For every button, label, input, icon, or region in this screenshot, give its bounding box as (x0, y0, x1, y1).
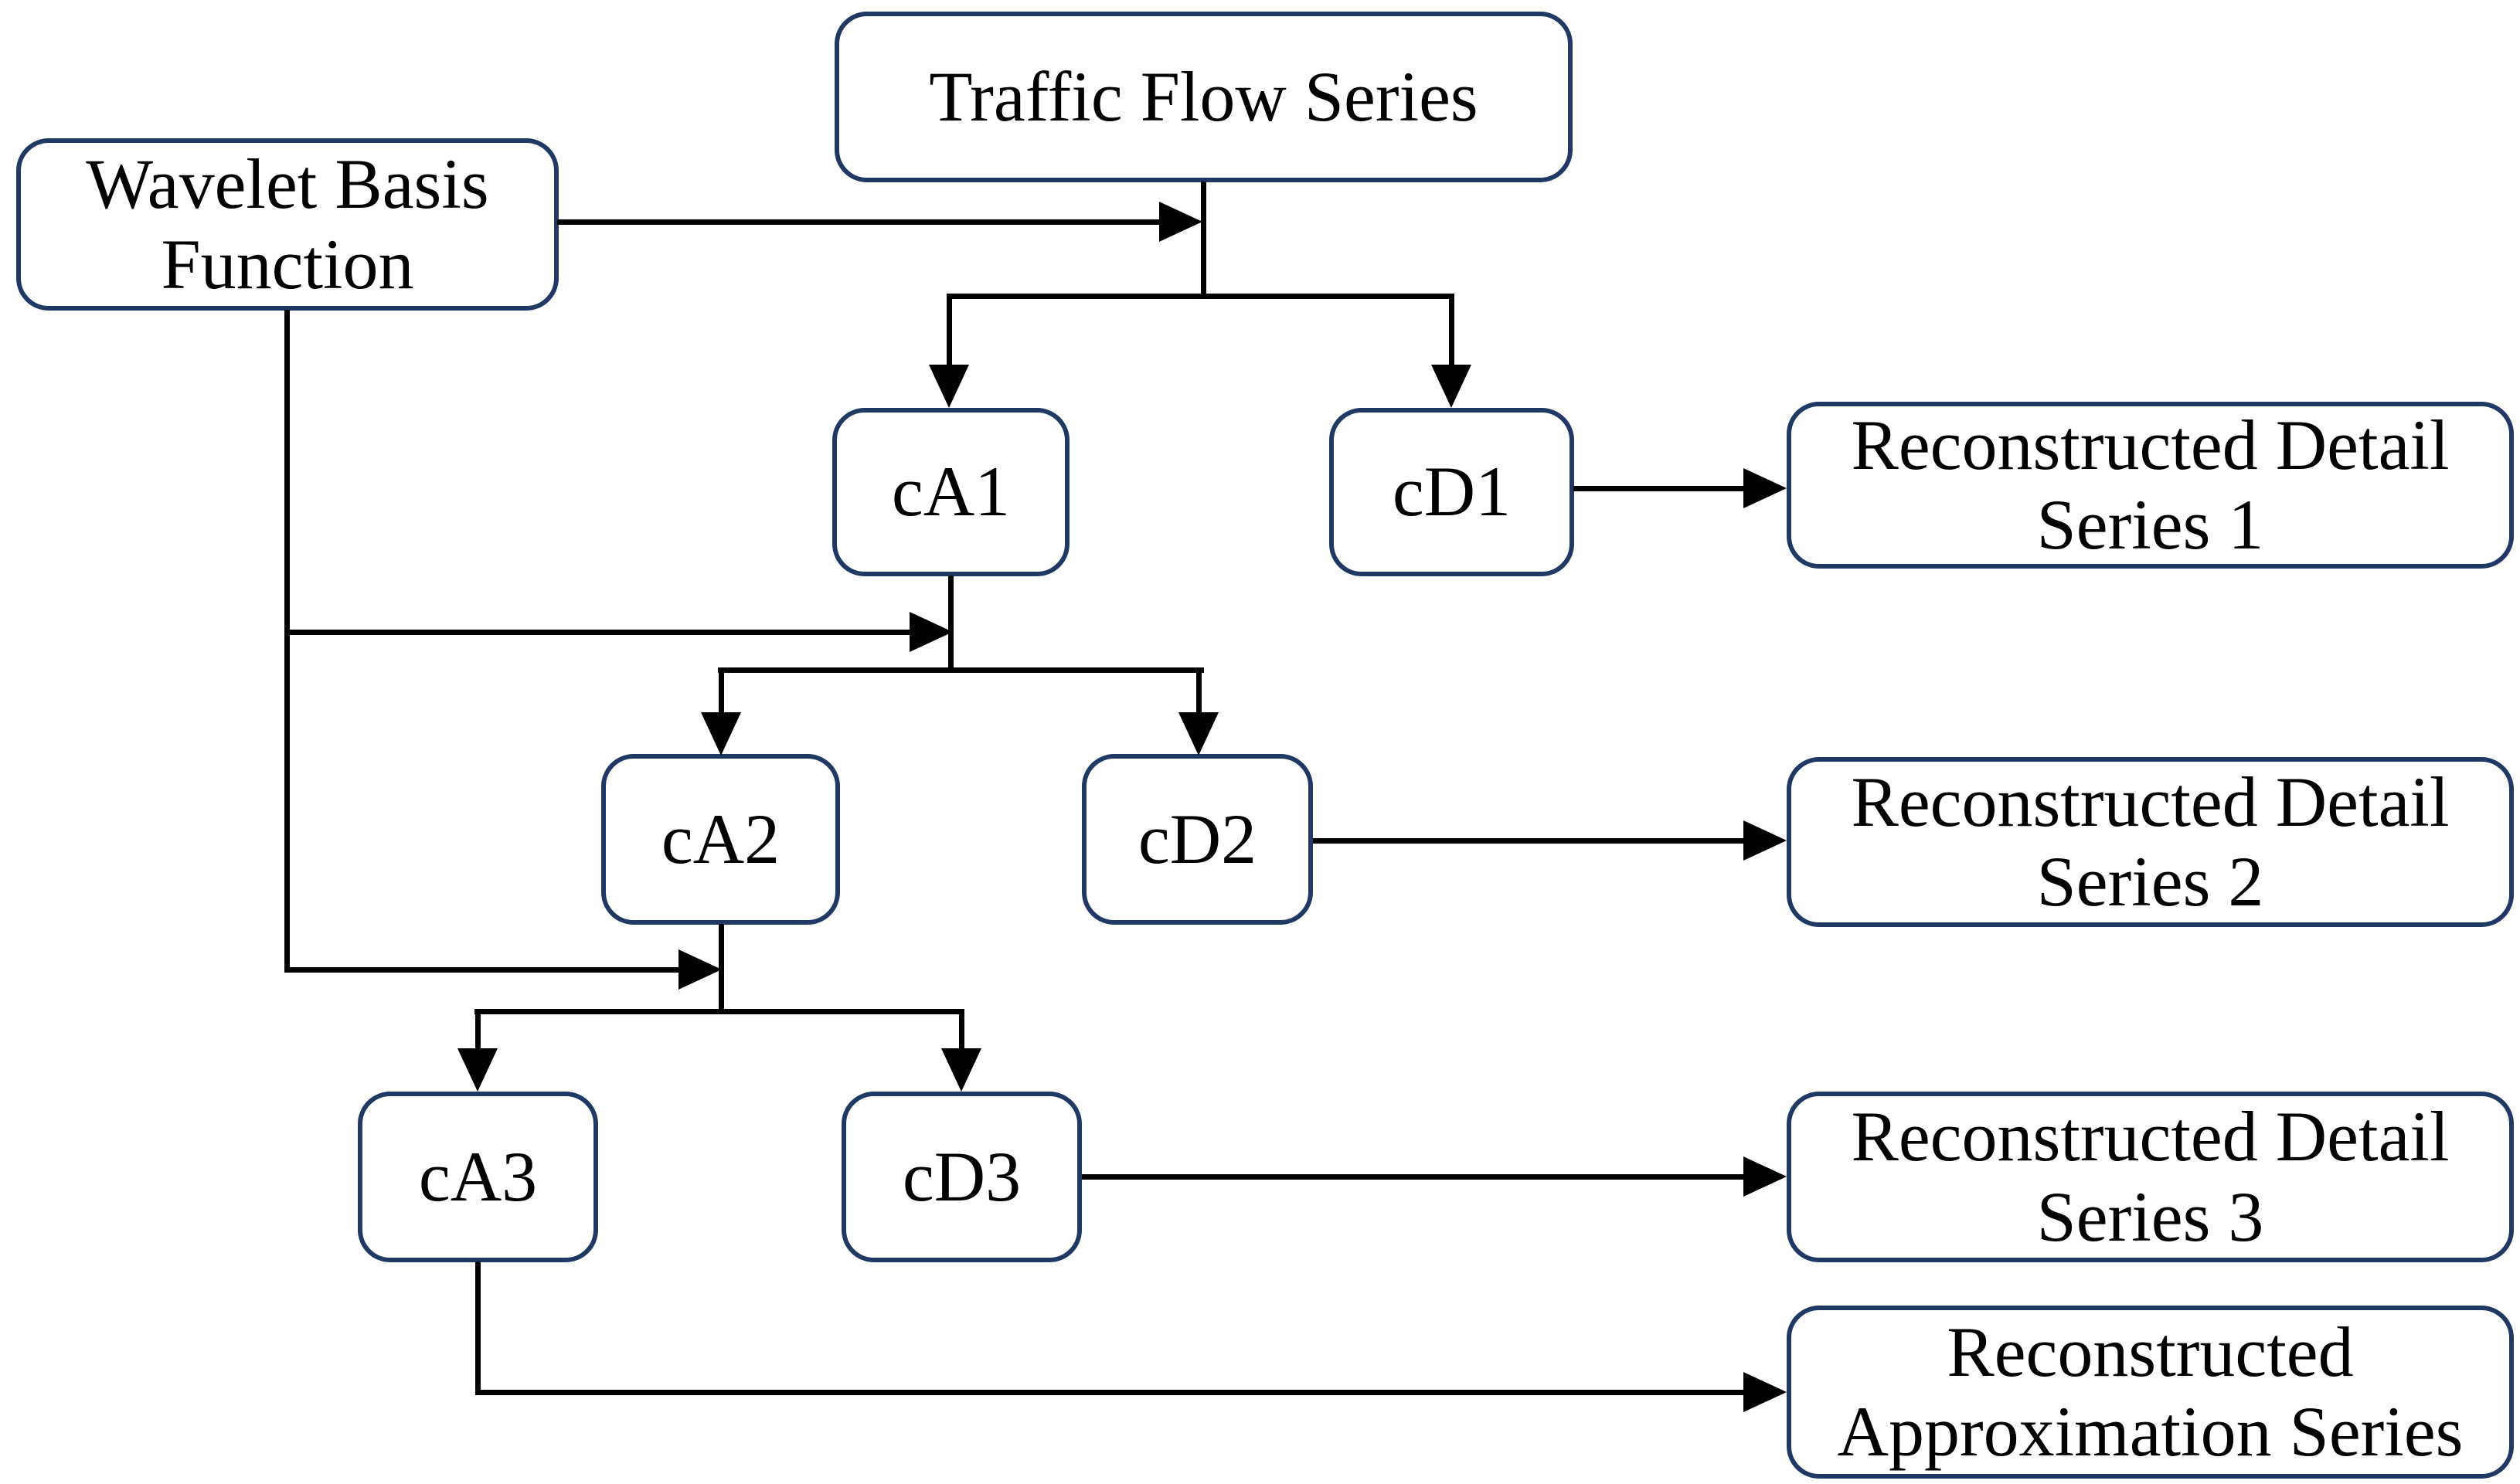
node-cd2: cD2 (1082, 754, 1313, 925)
edge-wavelet-level1-line (557, 219, 1159, 225)
node-label: cD3 (902, 1136, 1022, 1216)
edge-ca3-ras-arrowhead (1743, 1372, 1787, 1412)
edge-wavelet-trunk-line (284, 310, 290, 973)
edge-wavelet-level1-arrowhead (1159, 202, 1202, 242)
node-label: Reconstructed Approximation Series (1837, 1312, 2464, 1471)
edge-ca1-split-line (718, 667, 1204, 673)
edge-ca2-split-line (474, 1009, 964, 1014)
node-label: cD1 (1392, 452, 1512, 531)
node-reconstructed-detail-series-1: Reconstructed Detail Series 1 (1787, 402, 2514, 569)
edge-ca2-cd3-line (959, 1009, 964, 1051)
node-cd3: cD3 (842, 1092, 1082, 1262)
edge-wavelet-level3-arrowhead (678, 949, 722, 990)
edge-ca3-ras-line (475, 1390, 1743, 1395)
edge-ca1-cd2-line (1196, 667, 1202, 712)
edge-tfs-cd1-line (1449, 294, 1454, 365)
edge-wavelet-level2-line (284, 630, 910, 635)
edge-wavelet-level3-line (284, 967, 678, 973)
node-ca3: cA3 (358, 1092, 598, 1262)
node-reconstructed-approximation-series: Reconstructed Approximation Series (1787, 1306, 2514, 1479)
edge-cd2-rds2-arrowhead (1743, 820, 1787, 861)
edge-tfs-ca1-arrowhead (929, 365, 969, 408)
edge-ca1-ca2-line (719, 667, 724, 712)
edge-cd3-rds3-arrowhead (1743, 1156, 1787, 1197)
node-ca2: cA2 (601, 754, 840, 925)
edge-ca1-trunk-line (948, 576, 954, 673)
edge-ca1-ca2-arrowhead (701, 712, 741, 756)
edge-ca2-ca3-line (475, 1009, 481, 1051)
edge-cd2-rds2-line (1313, 838, 1743, 844)
edge-ca3-down-line (475, 1262, 481, 1395)
edge-cd1-rds1-line (1573, 486, 1743, 491)
edge-tfs-ca1-line (947, 294, 952, 365)
node-cd1: cD1 (1329, 408, 1574, 576)
node-ca1: cA1 (832, 408, 1070, 576)
edge-ca1-cd2-arrowhead (1178, 712, 1219, 756)
edge-cd3-rds3-line (1082, 1174, 1743, 1180)
edge-ca2-ca3-arrowhead (457, 1048, 498, 1092)
node-label: cA1 (891, 452, 1011, 531)
edge-ca2-cd3-arrowhead (941, 1048, 981, 1092)
node-label: cA3 (418, 1136, 538, 1216)
node-label: Reconstructed Detail Series 1 (1851, 405, 2450, 564)
node-reconstructed-detail-series-3: Reconstructed Detail Series 3 (1787, 1092, 2514, 1262)
node-traffic-flow-series: Traffic Flow Series (835, 12, 1573, 182)
node-label: cD2 (1138, 799, 1257, 878)
edge-tfs-split-line (947, 294, 1454, 299)
edge-tfs-cd1-arrowhead (1431, 365, 1471, 408)
edge-tfs-trunk-line (1201, 182, 1206, 299)
edge-ca2-trunk-line (719, 924, 724, 1014)
edge-wavelet-level2-arrowhead (910, 612, 953, 652)
edge-cd1-rds1-arrowhead (1743, 468, 1787, 508)
node-label: Traffic Flow Series (929, 56, 1478, 136)
node-label: Wavelet Basis Function (86, 144, 489, 304)
node-label: cA2 (661, 799, 780, 878)
node-reconstructed-detail-series-2: Reconstructed Detail Series 2 (1787, 757, 2514, 927)
node-label: Reconstructed Detail Series 3 (1851, 1097, 2450, 1256)
node-wavelet-basis-function: Wavelet Basis Function (16, 138, 559, 311)
node-label: Reconstructed Detail Series 2 (1851, 762, 2450, 921)
